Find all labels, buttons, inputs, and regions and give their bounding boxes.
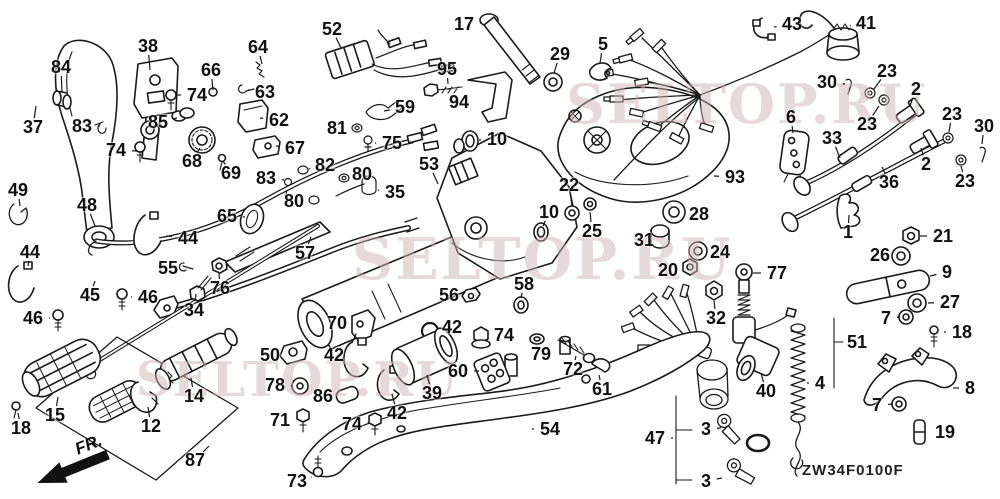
leader-line-58 <box>520 292 523 299</box>
leader-line-10 <box>542 220 546 227</box>
bracket-51-line <box>833 317 844 389</box>
leader-line-72 <box>574 355 577 361</box>
leader-line-48 <box>89 213 96 227</box>
bushing-40 <box>736 335 780 382</box>
leader-line-33 <box>834 146 841 159</box>
leader-line-44 <box>27 260 30 267</box>
leader-line-2 <box>920 147 924 156</box>
grip-inner-87 <box>88 380 144 423</box>
leader-line-25 <box>589 211 592 223</box>
washer-column <box>650 200 723 301</box>
leader-line-30 <box>981 134 984 145</box>
leader-line-5 <box>599 52 603 64</box>
leader-line-39 <box>426 374 431 385</box>
leader-line-85 <box>172 117 178 120</box>
leader-line-42 <box>391 393 396 405</box>
leader-line-66 <box>211 78 214 91</box>
harness-clamp <box>752 17 776 41</box>
leader-line-23 <box>948 122 952 133</box>
leader-line-22 <box>569 193 573 207</box>
steering-friction-parts <box>845 226 957 445</box>
leader-line-69 <box>222 160 226 165</box>
cable-bracket <box>836 193 861 229</box>
stop-switch <box>779 129 810 184</box>
leader-line-53 <box>432 172 439 185</box>
fr-direction-indicator: FR. <box>22 428 132 493</box>
leader-line-87 <box>202 445 210 453</box>
bracket-94-group <box>423 71 513 154</box>
leader-line-15 <box>55 396 59 407</box>
leader-line-29 <box>553 62 558 74</box>
handle-cover <box>557 86 730 203</box>
leader-line-12 <box>147 406 151 418</box>
leader-line-64 <box>259 55 263 65</box>
leader-line-23 <box>873 78 882 90</box>
leader-line-9 <box>929 273 937 277</box>
leader-line-57 <box>307 236 312 245</box>
small-fasteners-top-right <box>845 78 986 166</box>
throttle-cables <box>781 97 953 233</box>
cap-41 <box>798 10 860 61</box>
leader-line-61 <box>598 374 601 381</box>
leader-line-68 <box>196 147 201 153</box>
grip-rubber-15 <box>11 338 102 419</box>
leader-line-40 <box>760 372 765 383</box>
wire-harness <box>599 27 837 181</box>
throttle-pipe-14 <box>154 327 238 390</box>
grip-ring-12 <box>129 381 159 413</box>
wire-connector <box>324 29 456 80</box>
leader-line-44 <box>165 235 173 238</box>
cable-clamps-44 <box>7 203 228 332</box>
leader-line-14 <box>190 377 194 388</box>
leader-line-36 <box>881 166 886 174</box>
leader-line-45 <box>92 280 96 287</box>
leader-line-59 <box>383 109 390 112</box>
leader-line-23 <box>872 105 880 116</box>
pivot-bolt <box>479 13 612 92</box>
leader-line-23 <box>960 165 964 173</box>
leader-line-6 <box>791 125 794 134</box>
leader-line-32 <box>713 300 716 310</box>
part-code: ZW34F0100F <box>802 462 904 479</box>
center-bottom-parts <box>279 309 611 436</box>
leader-line-49 <box>18 198 21 207</box>
switch-case-parts <box>237 61 281 159</box>
leader-line-18 <box>17 412 20 420</box>
emergency-stop-spring <box>790 323 806 477</box>
leader-line-84 <box>60 75 63 93</box>
leader-line-52 <box>335 37 342 49</box>
leader-line-38 <box>148 54 151 71</box>
fr-arrow-head <box>37 462 68 484</box>
leader-line-2 <box>909 97 914 107</box>
fr-arrow-shaft <box>59 449 110 478</box>
leader-line-34 <box>194 293 197 302</box>
leader-line-37 <box>33 105 37 119</box>
throttle-grip <box>52 39 118 249</box>
leader-line-3 <box>716 477 723 480</box>
